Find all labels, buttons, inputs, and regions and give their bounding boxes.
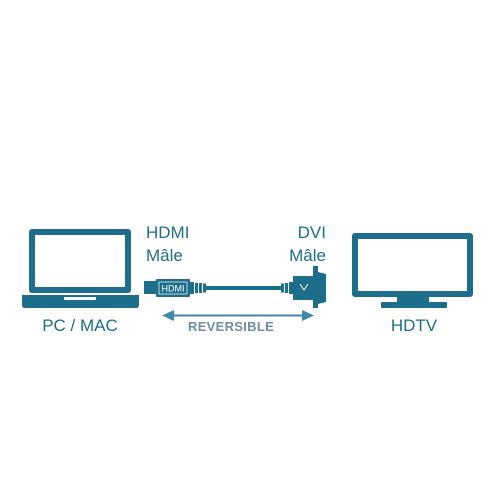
tv-icon [352,233,473,308]
hdtv-label: HDTV [390,316,438,335]
hdmi-connector-label: HDMI [146,223,190,242]
laptop-icon [22,229,139,308]
pc-mac-label: PC / MAC [42,316,118,335]
reversible-arrow-icon [162,310,314,321]
hdmi-plug-text: HDMI [162,284,185,294]
dvi-plug-icon [281,266,326,308]
dvi-connector-label: DVI [297,223,326,242]
hdmi-plug-icon: HDMI [144,279,206,297]
cable-line [206,286,282,290]
dvi-gender-label: Mâle [289,246,326,265]
reversible-label: REVERSIBLE [188,319,275,334]
hdmi-gender-label: Mâle [146,246,183,265]
